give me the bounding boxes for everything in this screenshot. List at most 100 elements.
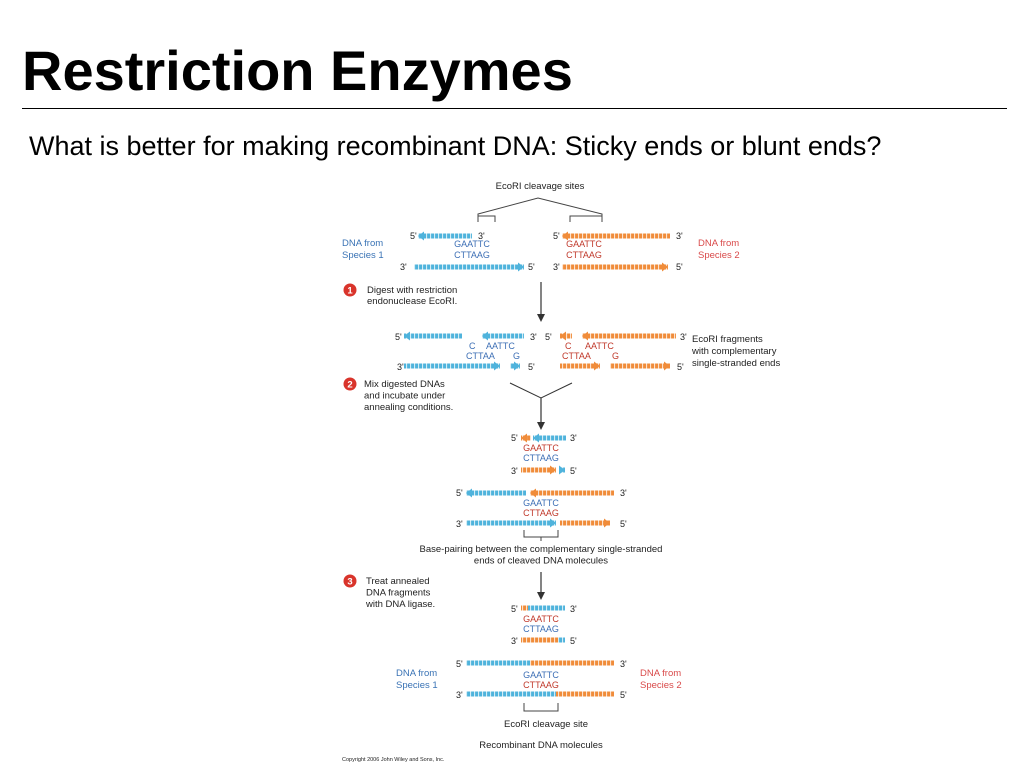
species1-seq-bottom: CTTAAG — [454, 250, 490, 260]
annealed-long-blue-top-ticks — [466, 490, 526, 496]
ann-prime3-bottom: 3' — [511, 466, 518, 476]
annealed-short-blue-bottom-arrowhead — [559, 465, 565, 475]
title-divider — [22, 108, 1007, 109]
fragment-orange-b-bottom-ticks — [610, 363, 670, 369]
frag-c-1: C — [469, 341, 476, 351]
basepairing-brace — [523, 530, 559, 541]
frag-prime5-a: 5' — [395, 332, 402, 342]
frag-prime5-d: 5' — [677, 362, 684, 372]
step3-badge — [343, 574, 357, 588]
step1-arrow-head — [537, 314, 545, 322]
fragment-blue-b-top-ticks — [482, 333, 524, 339]
annealed-long-seq-bottom: CTTAAG — [523, 508, 559, 518]
species1-top-strand-arrowhead — [418, 231, 424, 241]
species2-bottom-strand-arrowhead — [662, 262, 668, 272]
species1-label-final-line-1: DNA from — [396, 668, 437, 679]
species1-label-final-line-2: Species 1 — [396, 680, 438, 691]
right-site-bracket — [569, 215, 603, 222]
fragments-note-line-2: with complementary — [691, 346, 777, 357]
annealed-long-blue-bottom-ticks — [466, 520, 556, 526]
copyright-text: Copyright 2006 John Wiley and Sons, Inc. — [342, 757, 445, 763]
annealed-short-orange-top-arrowhead — [521, 433, 527, 443]
fragment-blue-a-top-arrowhead — [404, 331, 410, 341]
ligated-short-orange-bottom-ticks — [521, 637, 558, 643]
basepairing-caption-line-1: Base-pairing between the complementary s… — [420, 544, 663, 555]
final-prime3-bottom: 3' — [456, 690, 463, 700]
step2-arrow-head — [537, 422, 545, 430]
fragments-note-line-3: single-stranded ends — [692, 358, 780, 369]
step2-text-line-2: and incubate under — [364, 391, 445, 402]
prime5-s2-top: 5' — [553, 231, 560, 241]
prime5-s1-top: 5' — [410, 231, 417, 241]
frag-prime5-b: 5' — [545, 332, 552, 342]
step3-text-line-2: DNA fragments — [366, 588, 431, 599]
ligated-short-orange-top-ticks — [521, 605, 528, 611]
annealed-long-blue-top-arrowhead — [466, 488, 472, 498]
fragment-orange-a-top-arrowhead — [560, 331, 566, 341]
lig-prime3-bottom: 3' — [511, 636, 518, 646]
recombinant-seq-bottom: CTTAAG — [523, 680, 559, 690]
prime3-s1-bottom: 3' — [400, 262, 407, 272]
question-text: What is better for making recombinant DN… — [29, 131, 882, 161]
annealed-short-seq-bottom: CTTAAG — [523, 453, 559, 463]
step1-text-line-1: Digest with restriction — [367, 285, 457, 296]
annealed-short-orange-bottom-ticks — [521, 467, 556, 473]
frag-c-2: C — [565, 341, 572, 351]
long-prime3-top: 3' — [620, 488, 627, 498]
recombinant-blue-bottom-ticks — [466, 691, 556, 697]
long-prime3-bottom: 3' — [456, 519, 463, 529]
annealed-long-orange-bottom-ticks — [560, 520, 610, 526]
fragment-blue-a-top-ticks — [404, 333, 462, 339]
ligated-short-seq-top: GAATTC — [523, 614, 559, 624]
recombinant-orange-bottom-ticks — [556, 691, 614, 697]
step3-text-line-3: with DNA ligase. — [365, 599, 435, 610]
step2-badge-number: 2 — [347, 380, 352, 391]
species2-seq-bottom: CTTAAG — [566, 250, 602, 260]
step3-text-line-1: Treat annealed — [366, 576, 430, 587]
species1-seq-top: GAATTC — [454, 239, 490, 249]
frag-prime3-a: 3' — [530, 332, 537, 342]
recombinant-label: Recombinant DNA molecules — [479, 740, 603, 751]
ligated-short-blue-bottom-ticks — [558, 637, 565, 643]
annealed-short-orange-bottom-arrowhead — [550, 465, 556, 475]
ann-prime5-bottom: 5' — [570, 466, 577, 476]
annealed-long-orange-bottom-arrowhead — [604, 518, 610, 528]
species2-bottom-strand-ticks — [562, 264, 668, 270]
species2-label-top-line-2: Species 2 — [698, 250, 740, 261]
prime3-s2-top: 3' — [676, 231, 683, 241]
lig-prime5-bottom: 5' — [570, 636, 577, 646]
fragment-orange-b-top-ticks — [582, 333, 676, 339]
final-prime5-top: 5' — [456, 659, 463, 669]
fragment-blue-a-bottom-arrowhead — [494, 361, 500, 371]
fragment-orange-b-top-arrowhead — [582, 331, 588, 341]
long-prime5-bottom: 5' — [620, 519, 627, 529]
frag-prime3-b: 3' — [680, 332, 687, 342]
ligated-short-blue-top-ticks — [528, 605, 565, 611]
species2-label-final-line-1: DNA from — [640, 668, 681, 679]
long-prime5-top: 5' — [456, 488, 463, 498]
frag-cttaa-1: CTTAA — [466, 351, 495, 361]
recombinant-blue-top-ticks — [466, 660, 530, 666]
fragments-note-line-1: EcoRI fragments — [692, 334, 763, 345]
species2-seq-top: GAATTC — [566, 239, 602, 249]
basepairing-caption-line-2: ends of cleaved DNA molecules — [474, 556, 608, 567]
step1-text-line-2: endonuclease EcoRI. — [367, 296, 457, 307]
annealed-short-blue-top-arrowhead — [533, 433, 539, 443]
merge-arrow-lines — [509, 382, 573, 399]
species2-top-strand-ticks — [562, 233, 670, 239]
fragment-orange-a-bottom-arrowhead — [594, 361, 600, 371]
frag-prime5-c: 5' — [528, 362, 535, 372]
ligated-short-seq-bottom: CTTAAG — [523, 624, 559, 634]
annealed-long-orange-top-ticks — [530, 490, 614, 496]
step2-text-line-1: Mix digested DNAs — [364, 379, 445, 390]
step3-badge-number: 3 — [347, 577, 352, 588]
recombinant-seq-top: GAATTC — [523, 670, 559, 680]
prime3-s1-top: 3' — [478, 231, 485, 241]
ann-prime3-top: 3' — [570, 433, 577, 443]
frag-aattc-2: AATTC — [585, 341, 614, 351]
fragment-blue-b-top-arrowhead — [482, 331, 488, 341]
slide-title: Restriction Enzymes — [22, 39, 573, 102]
annealed-long-seq-top: GAATTC — [523, 498, 559, 508]
annealed-short-blue-top-ticks — [533, 435, 566, 441]
